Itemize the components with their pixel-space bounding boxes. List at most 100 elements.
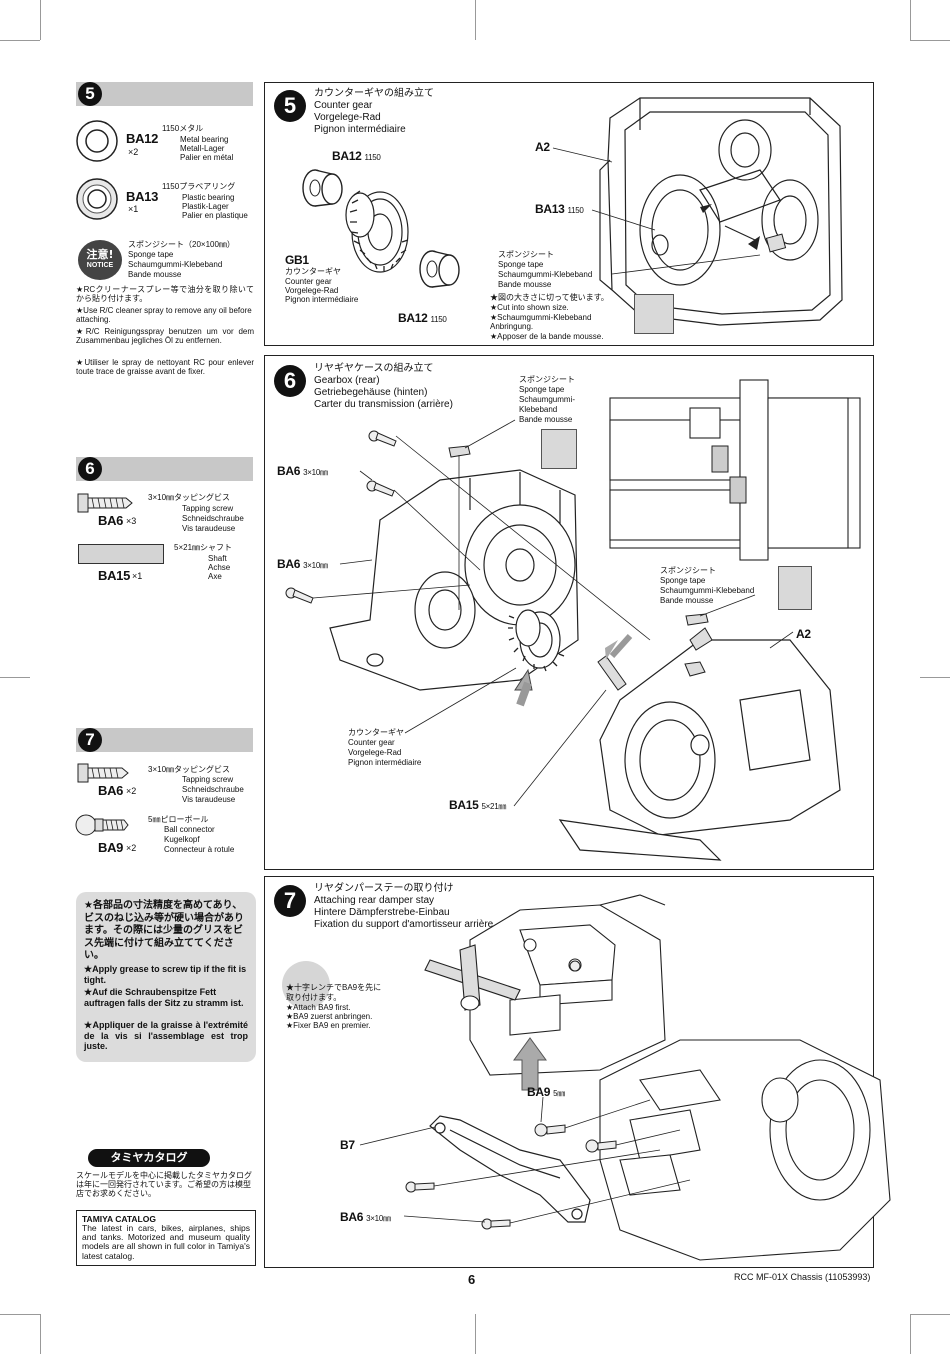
step7-title-jp: リヤダンパーステーの取り付け bbox=[314, 883, 454, 894]
step5-sponge-swatch bbox=[634, 294, 674, 334]
step7-wrench-note-jp2: 取り付けます。 bbox=[286, 993, 342, 1002]
step5-cut-note-jp: ★図の大きさに切って使います。 bbox=[490, 293, 609, 302]
step7-wrench-note-en: ★Attach BA9 first. bbox=[286, 1003, 351, 1012]
s7-ba6-name-fr: Vis taraudeuse bbox=[182, 795, 236, 804]
step6-sponge2-fr: Bande mousse bbox=[660, 596, 714, 605]
step7-ba9-label: BA9 5㎜ bbox=[527, 1085, 566, 1099]
notice-note-fr: ★Utiliser le spray de nettoyant RC pour … bbox=[76, 358, 254, 376]
crop-mark bbox=[40, 1314, 41, 1354]
s7-ba9-qty: ×2 bbox=[126, 843, 137, 853]
notice-line-en: Sponge tape bbox=[128, 250, 174, 259]
step6-panel bbox=[264, 355, 874, 870]
s6-ba6-name-fr: Vis taraudeuse bbox=[182, 524, 236, 533]
crop-mark bbox=[920, 677, 950, 678]
step6-sponge2-de: Schaumgummi-Klebeband bbox=[660, 586, 755, 595]
s7-ba6-name-de: Schneidschraube bbox=[182, 785, 244, 794]
step5-ba12-top-label: BA12 1150 bbox=[332, 149, 381, 163]
step6-a2-label: A2 bbox=[796, 627, 811, 641]
s6-ba15-code: BA15 bbox=[98, 568, 131, 583]
grease-note-fr: ★Appliquer de la graisse à l'extrémité d… bbox=[84, 1020, 248, 1051]
grease-note-jp: ★各部品の寸法精度を高めてあり、ビスのねじ込み等が硬い場合があります。その際には… bbox=[84, 900, 244, 961]
step6-sponge2-en: Sponge tape bbox=[660, 576, 706, 585]
s7-ba9-name-en: Ball connector bbox=[164, 825, 215, 834]
step6-side-number: 6 bbox=[78, 457, 102, 481]
step5-title-jp: カウンターギヤの組み立て bbox=[314, 88, 434, 99]
step6-ba6-b-label: BA6 3×10㎜ bbox=[277, 557, 328, 571]
step5-title-fr: Pignon intermédiaire bbox=[314, 124, 406, 135]
step6-ba15-label: BA15 5×21㎜ bbox=[449, 798, 507, 812]
catalog-badge: タミヤカタログ bbox=[88, 1149, 210, 1167]
ba13-size: 1150プラベアリング bbox=[162, 182, 236, 191]
notice-line-jp: スポンジシート（20×100㎜） bbox=[128, 240, 235, 249]
shaft-illustration bbox=[78, 544, 164, 564]
step5-cut-note-en: ★Cut into shown size. bbox=[490, 303, 569, 312]
crop-mark bbox=[0, 677, 30, 678]
step7-number: 7 bbox=[274, 885, 306, 917]
ba13-name-fr: Palier en plastique bbox=[182, 211, 248, 220]
ba13-name-de: Plastik-Lager bbox=[182, 202, 229, 211]
step5-parts-header bbox=[76, 82, 253, 106]
ba12-name-fr: Palier en métal bbox=[180, 153, 234, 162]
step6-sponge2-swatch bbox=[778, 566, 812, 610]
s6-ba6-name-en: Tapping screw bbox=[182, 504, 234, 513]
crop-mark bbox=[910, 40, 950, 41]
ba12-name-de: Metall-Lager bbox=[180, 144, 225, 153]
step5-ba12-bottom-label: BA12 1150 bbox=[398, 311, 447, 325]
step5-title-en: Counter gear bbox=[314, 100, 373, 111]
ba12-code: BA12 bbox=[126, 131, 159, 146]
step7-wrench-note-de: ★BA9 zuerst anbringen. bbox=[286, 1012, 373, 1021]
step5-side-number: 5 bbox=[78, 82, 102, 106]
step5-sponge-de: Schaumgummi-Klebeband bbox=[498, 270, 593, 279]
step5-gb1-en: Counter gear bbox=[285, 277, 332, 286]
s6-ba6-name-de: Schneidschraube bbox=[182, 514, 244, 523]
step6-counter-jp: カウンターギヤ bbox=[348, 728, 404, 737]
crop-mark bbox=[0, 40, 40, 41]
step5-panel bbox=[264, 82, 874, 346]
catalog-title: TAMIYA CATALOG bbox=[82, 1214, 156, 1224]
grease-note-box: ★各部品の寸法精度を高めてあり、ビスのねじ込み等が硬い場合があります。その際には… bbox=[76, 892, 256, 1062]
step5-number: 5 bbox=[274, 90, 306, 122]
catalog-jp: スケールモデルを中心に掲載したタミヤカタログは年に一回発行されています。ご希望の… bbox=[76, 1171, 252, 1198]
s6-ba15-size: 5×21㎜シャフト bbox=[174, 543, 233, 552]
crop-mark bbox=[910, 1314, 911, 1354]
step5-ba13-label: BA13 1150 bbox=[535, 202, 584, 216]
step7-title-de: Hintere Dämpferstrebe-Einbau bbox=[314, 907, 450, 918]
notice-badge: 注意! NOTICE bbox=[78, 240, 122, 280]
step5-gb1-jp: カウンターギヤ bbox=[285, 267, 341, 276]
step6-counter-de: Vorgelege-Rad bbox=[348, 748, 402, 757]
ba12-name-en: Metal bearing bbox=[180, 135, 229, 144]
s7-ba6-size: 3×10㎜タッピングビス bbox=[148, 765, 231, 774]
notice-note-jp: ★RCクリーナースプレー等で油分を取り除いてから貼り付けます。 bbox=[76, 285, 254, 303]
step7-panel bbox=[264, 876, 874, 1268]
s7-ba6-name-en: Tapping screw bbox=[182, 775, 234, 784]
step5-gb1-label: GB1 bbox=[285, 253, 309, 267]
step6-counter-en: Counter gear bbox=[348, 738, 395, 747]
document-id: RCC MF-01X Chassis (11053993) bbox=[734, 1272, 871, 1282]
step6-sponge1-swatch bbox=[541, 429, 577, 469]
s6-ba15-name-de: Achse bbox=[208, 563, 231, 572]
step5-gb1-fr: Pignon intermédiaire bbox=[285, 295, 359, 304]
step6-counter-fr: Pignon intermédiaire bbox=[348, 758, 422, 767]
step6-title-de: Getriebegehäuse (hinten) bbox=[314, 387, 428, 398]
s7-ba9-name-fr: Connecteur à rotule bbox=[164, 845, 235, 854]
page-number: 6 bbox=[468, 1272, 476, 1287]
ba13-code: BA13 bbox=[126, 189, 159, 204]
step6-title-fr: Carter du transmission (arrière) bbox=[314, 399, 453, 410]
step6-sponge2-jp: スポンジシート bbox=[660, 566, 716, 575]
step5-title-de: Vorgelege-Rad bbox=[314, 112, 381, 123]
s6-ba15-name-en: Shaft bbox=[208, 554, 227, 563]
step5-gb1-de: Vorgelege-Rad bbox=[285, 286, 339, 295]
step6-number: 6 bbox=[274, 365, 306, 397]
notice-line-de: Schaumgummi-Klebeband bbox=[128, 260, 223, 269]
step6-sponge1-fr: Bande mousse bbox=[519, 415, 573, 424]
step7-ba6-label: BA6 3×10㎜ bbox=[340, 1210, 391, 1224]
crop-mark bbox=[40, 0, 41, 40]
ba12-qty: ×2 bbox=[128, 147, 139, 157]
step6-ba6-a-label: BA6 3×10㎜ bbox=[277, 464, 328, 478]
notice-note-en: ★Use R/C cleaner spray to remove any oil… bbox=[76, 306, 252, 324]
step5-cut-note-de: ★Schaumgummi-Klebeband Anbringung. bbox=[490, 313, 592, 331]
s6-ba6-code: BA6 bbox=[98, 513, 124, 528]
